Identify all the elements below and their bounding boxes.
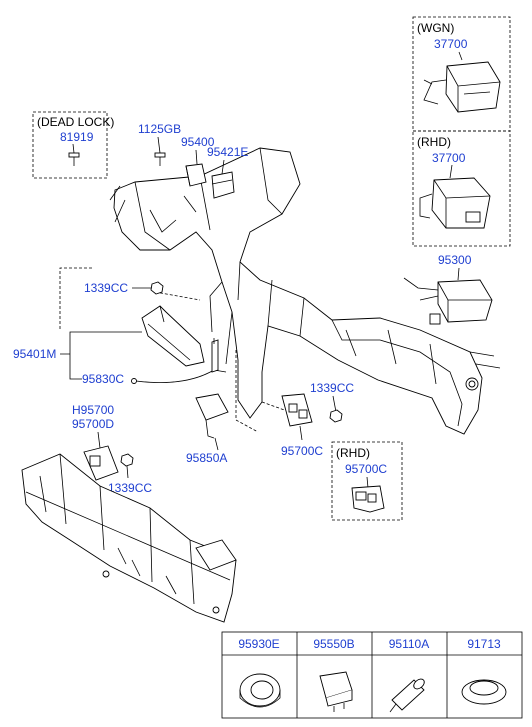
module-95300 [403,277,493,325]
bolt-81919 [68,152,80,166]
rhd-top-caption: (RHD) [417,135,451,149]
module-37700-wgn [423,61,501,113]
wgn-caption: (WGN) [417,21,454,35]
part-label-95700D[interactable]: 95700D [72,417,114,431]
part-label-95830C[interactable]: 95830C [82,372,124,386]
part-label-95400[interactable]: 95400 [181,135,215,149]
part-label-H95700[interactable]: H95700 [72,403,114,417]
relay-icon [319,671,353,712]
part-label-37700-rhd[interactable]: 37700 [432,151,466,165]
dash-crossmember-frame [109,147,501,435]
part-label-95401M[interactable]: 95401M [13,347,56,361]
part-label-95300[interactable]: 95300 [438,253,472,267]
connector-plug-icon [389,678,425,713]
bracket-95700C-rhd [351,485,385,513]
part-label-1339CC-c[interactable]: 1339CC [108,481,152,495]
cable-95830C [131,338,227,384]
part-label-1125GB[interactable]: 1125GB [138,122,181,136]
dead-lock-caption: (DEAD LOCK) [37,115,114,129]
part-label-1339CC-b[interactable]: 1339CC [310,381,354,395]
bolt-1125GB [154,152,166,166]
module-95401M [141,305,205,367]
module-95400 [185,163,207,187]
bracket-95700C [281,393,313,427]
module-95421E [211,171,235,199]
part-label-95850A[interactable]: 95850A [186,451,227,465]
nut-1339CC-b [329,409,343,423]
module-37700-rhd [419,177,491,229]
legend-code-91713[interactable]: 91713 [467,637,501,651]
dead-lock-box: (DEAD LOCK) 81919 [32,111,114,179]
rear-panel [21,453,237,623]
rhd-bottom-caption: (RHD) [336,446,370,460]
rhd-top-box: (RHD) 37700 [412,130,511,247]
ring-sensor-icon [239,673,281,708]
legend-code-95550B[interactable]: 95550B [313,637,354,651]
module-95700D [83,445,119,481]
part-label-1339CC-a[interactable]: 1339CC [84,281,128,295]
wgn-box: (WGN) 37700 [412,16,511,132]
rhd-bottom-box: (RHD) 95700C [331,441,403,521]
part-label-95700C[interactable]: 95700C [281,444,323,458]
parts-legend-table: 95930E 95550B 95110A 91713 [221,631,523,719]
nut-1339CC-c [120,453,134,467]
part-label-81919[interactable]: 81919 [60,130,94,144]
grommet-icon [461,679,507,705]
module-95850A [195,393,229,439]
part-label-95700C-rhd[interactable]: 95700C [345,462,387,476]
part-label-37700-wgn[interactable]: 37700 [434,37,468,51]
legend-code-95110A[interactable]: 95110A [389,637,429,651]
part-label-95421E[interactable]: 95421E [207,145,248,159]
legend-code-95930E[interactable]: 95930E [238,637,279,651]
nut-1339CC-a [150,281,164,295]
